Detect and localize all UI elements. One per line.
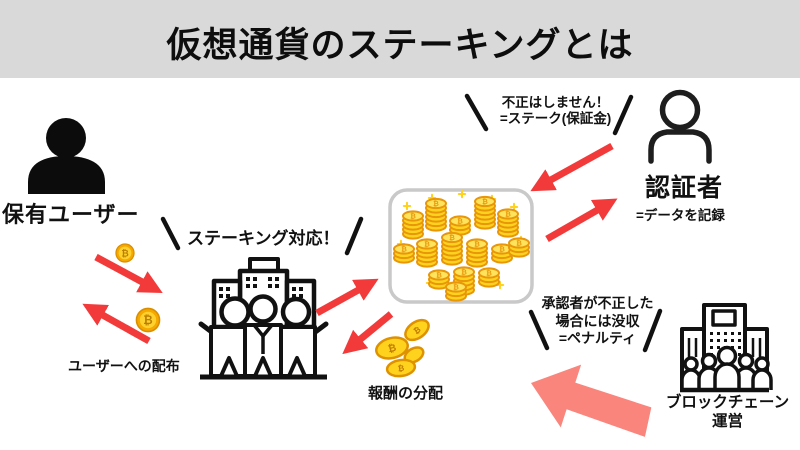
flow-arrows [82,142,618,355]
page-title: 仮想通貨のステーキングとは [166,25,634,65]
validator-callout: 不正はしません！ =ステーク(保証金) [468,95,643,127]
slash-right-staking [344,216,364,256]
arrow-user-to-exchange [94,253,163,294]
reward-coins-icon: ₿ ₿ ₿ [375,318,430,378]
svg-text:₿: ₿ [397,364,405,374]
penalty-arrow [531,364,652,437]
penalty-callout-line3: =ペナルティ [558,330,637,346]
distribution-label: ユーザーへの配布 [68,358,180,374]
validator-person-icon [648,89,712,164]
svg-text:₿: ₿ [387,342,398,356]
slash-left-stake [464,93,489,132]
validator-label: 認証者 [645,174,724,202]
slash-left-penalty [528,309,550,351]
title-banner: 仮想通貨のステーキングとは [0,0,800,78]
slash-right-penalty [642,308,663,353]
arrow-validator-to-pool [530,142,614,192]
coin-pool [388,188,534,304]
penalty-callout-line1: 承認者が不正した [541,295,654,311]
arrow-pool-to-exchange [342,311,394,355]
staking-callout: ステーキング対応！ [187,229,340,248]
blockchain-label-line1: ブロックチェーン [665,394,790,411]
exchange-building-icon [198,257,329,380]
reward-label: 報酬の分配 [368,385,444,402]
blockchain-building-icon [680,303,773,393]
slash-right-stake [612,94,634,136]
blockchain-label-line2: 運営 [711,413,743,430]
bitcoin-coin [115,243,161,333]
slash-left-staking [160,216,181,251]
holder-user-label: 保有ユーザー [2,202,140,227]
validator-callout-line1: 不正はしません！ [501,95,610,110]
validator-callout-line2: =ステーク(保証金) [499,111,612,126]
validator-sub-label: =データを記録 [636,208,725,223]
penalty-callout-line2: 場合には没収 [555,312,640,329]
arrow-pool-to-validator [545,198,618,243]
blockchain-operator-label: ブロックチェーン 運営 [650,393,800,431]
arrow-exchange-to-pool [315,278,379,317]
emphasis-slashes [160,93,663,353]
svg-text:₿: ₿ [412,325,423,336]
penalty-callout: 承認者が不正した 場合には没収 =ペナルティ [525,295,670,348]
holder-user-icon [28,118,105,194]
arrow-exchange-to-user [82,303,151,345]
